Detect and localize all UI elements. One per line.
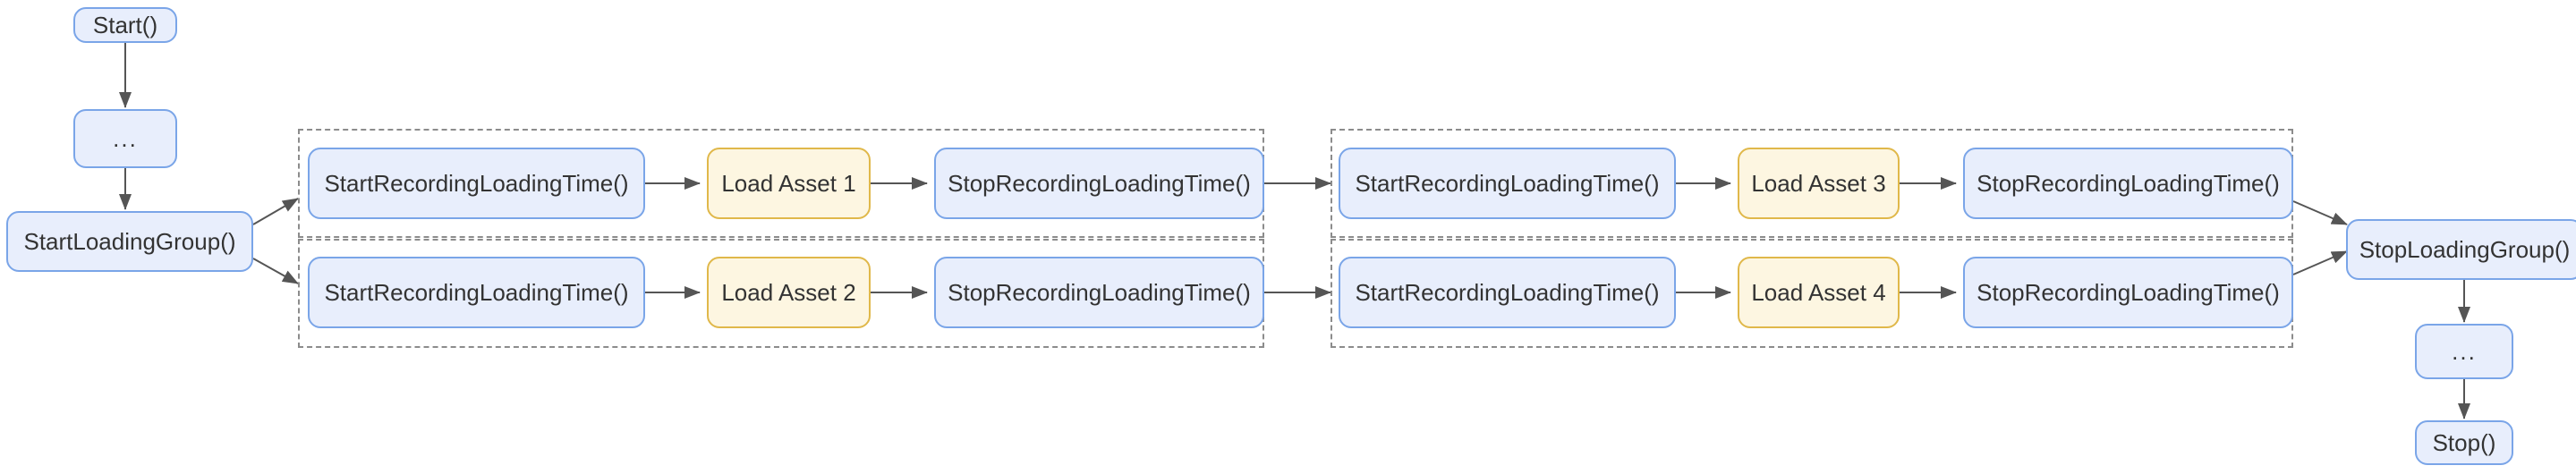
node-lane2-stage1-start-recording[interactable]: StartRecordingLoadingTime() bbox=[308, 257, 645, 328]
node-lane2-stage2-stop-recording-label: StopRecordingLoadingTime() bbox=[1977, 278, 2280, 306]
node-lane2-stage1-load-asset[interactable]: Load Asset 2 bbox=[707, 257, 871, 328]
node-lane2-stage2-load-asset-label: Load Asset 4 bbox=[1751, 278, 1886, 306]
node-lane1-stage1-stop-recording[interactable]: StopRecordingLoadingTime() bbox=[934, 148, 1264, 219]
edge-lane1-to-stoploadinggroup bbox=[2292, 200, 2348, 225]
node-start-loading-group[interactable]: StartLoadingGroup() bbox=[6, 211, 253, 272]
node-lane1-stage1-start-recording[interactable]: StartRecordingLoadingTime() bbox=[308, 148, 645, 219]
node-lane2-stage2-start-recording-label: StartRecordingLoadingTime() bbox=[1355, 278, 1660, 306]
node-lane1-stage1-load-asset[interactable]: Load Asset 1 bbox=[707, 148, 871, 219]
node-stop-loading-group[interactable]: StopLoadingGroup() bbox=[2346, 219, 2576, 280]
node-lane2-stage1-stop-recording[interactable]: StopRecordingLoadingTime() bbox=[934, 257, 1264, 328]
node-lane1-stage2-stop-recording[interactable]: StopRecordingLoadingTime() bbox=[1963, 148, 2293, 219]
node-stop-label: Stop() bbox=[2432, 428, 2496, 456]
node-lane2-stage2-start-recording[interactable]: StartRecordingLoadingTime() bbox=[1339, 257, 1676, 328]
edge-startloadinggroup-to-lane1 bbox=[252, 198, 299, 225]
edge-startloadinggroup-to-lane2 bbox=[252, 258, 299, 284]
node-lane1-stage1-start-recording-label: StartRecordingLoadingTime() bbox=[324, 169, 629, 197]
node-start[interactable]: Start() bbox=[73, 7, 177, 43]
node-pre-ellipsis[interactable]: ... bbox=[73, 109, 177, 168]
node-stop-loading-group-label: StopLoadingGroup() bbox=[2359, 235, 2571, 263]
edge-lane2-to-stoploadinggroup bbox=[2292, 250, 2348, 275]
node-start-loading-group-label: StartLoadingGroup() bbox=[23, 227, 236, 255]
node-lane2-stage1-load-asset-label: Load Asset 2 bbox=[721, 278, 856, 306]
node-post-ellipsis-label: ... bbox=[2452, 337, 2477, 365]
node-post-ellipsis[interactable]: ... bbox=[2415, 324, 2513, 379]
node-lane2-stage1-stop-recording-label: StopRecordingLoadingTime() bbox=[948, 278, 1251, 306]
node-stop[interactable]: Stop() bbox=[2415, 420, 2513, 465]
node-lane2-stage1-start-recording-label: StartRecordingLoadingTime() bbox=[324, 278, 629, 306]
node-lane1-stage2-load-asset-label: Load Asset 3 bbox=[1751, 169, 1886, 197]
node-lane2-stage2-load-asset[interactable]: Load Asset 4 bbox=[1738, 257, 1900, 328]
node-start-label: Start() bbox=[92, 11, 158, 38]
node-lane1-stage2-start-recording[interactable]: StartRecordingLoadingTime() bbox=[1339, 148, 1676, 219]
node-lane1-stage1-load-asset-label: Load Asset 1 bbox=[721, 169, 856, 197]
node-pre-ellipsis-label: ... bbox=[113, 124, 138, 152]
node-lane1-stage2-start-recording-label: StartRecordingLoadingTime() bbox=[1355, 169, 1660, 197]
node-lane1-stage2-load-asset[interactable]: Load Asset 3 bbox=[1738, 148, 1900, 219]
node-lane1-stage1-stop-recording-label: StopRecordingLoadingTime() bbox=[948, 169, 1251, 197]
node-lane2-stage2-stop-recording[interactable]: StopRecordingLoadingTime() bbox=[1963, 257, 2293, 328]
node-lane1-stage2-stop-recording-label: StopRecordingLoadingTime() bbox=[1977, 169, 2280, 197]
